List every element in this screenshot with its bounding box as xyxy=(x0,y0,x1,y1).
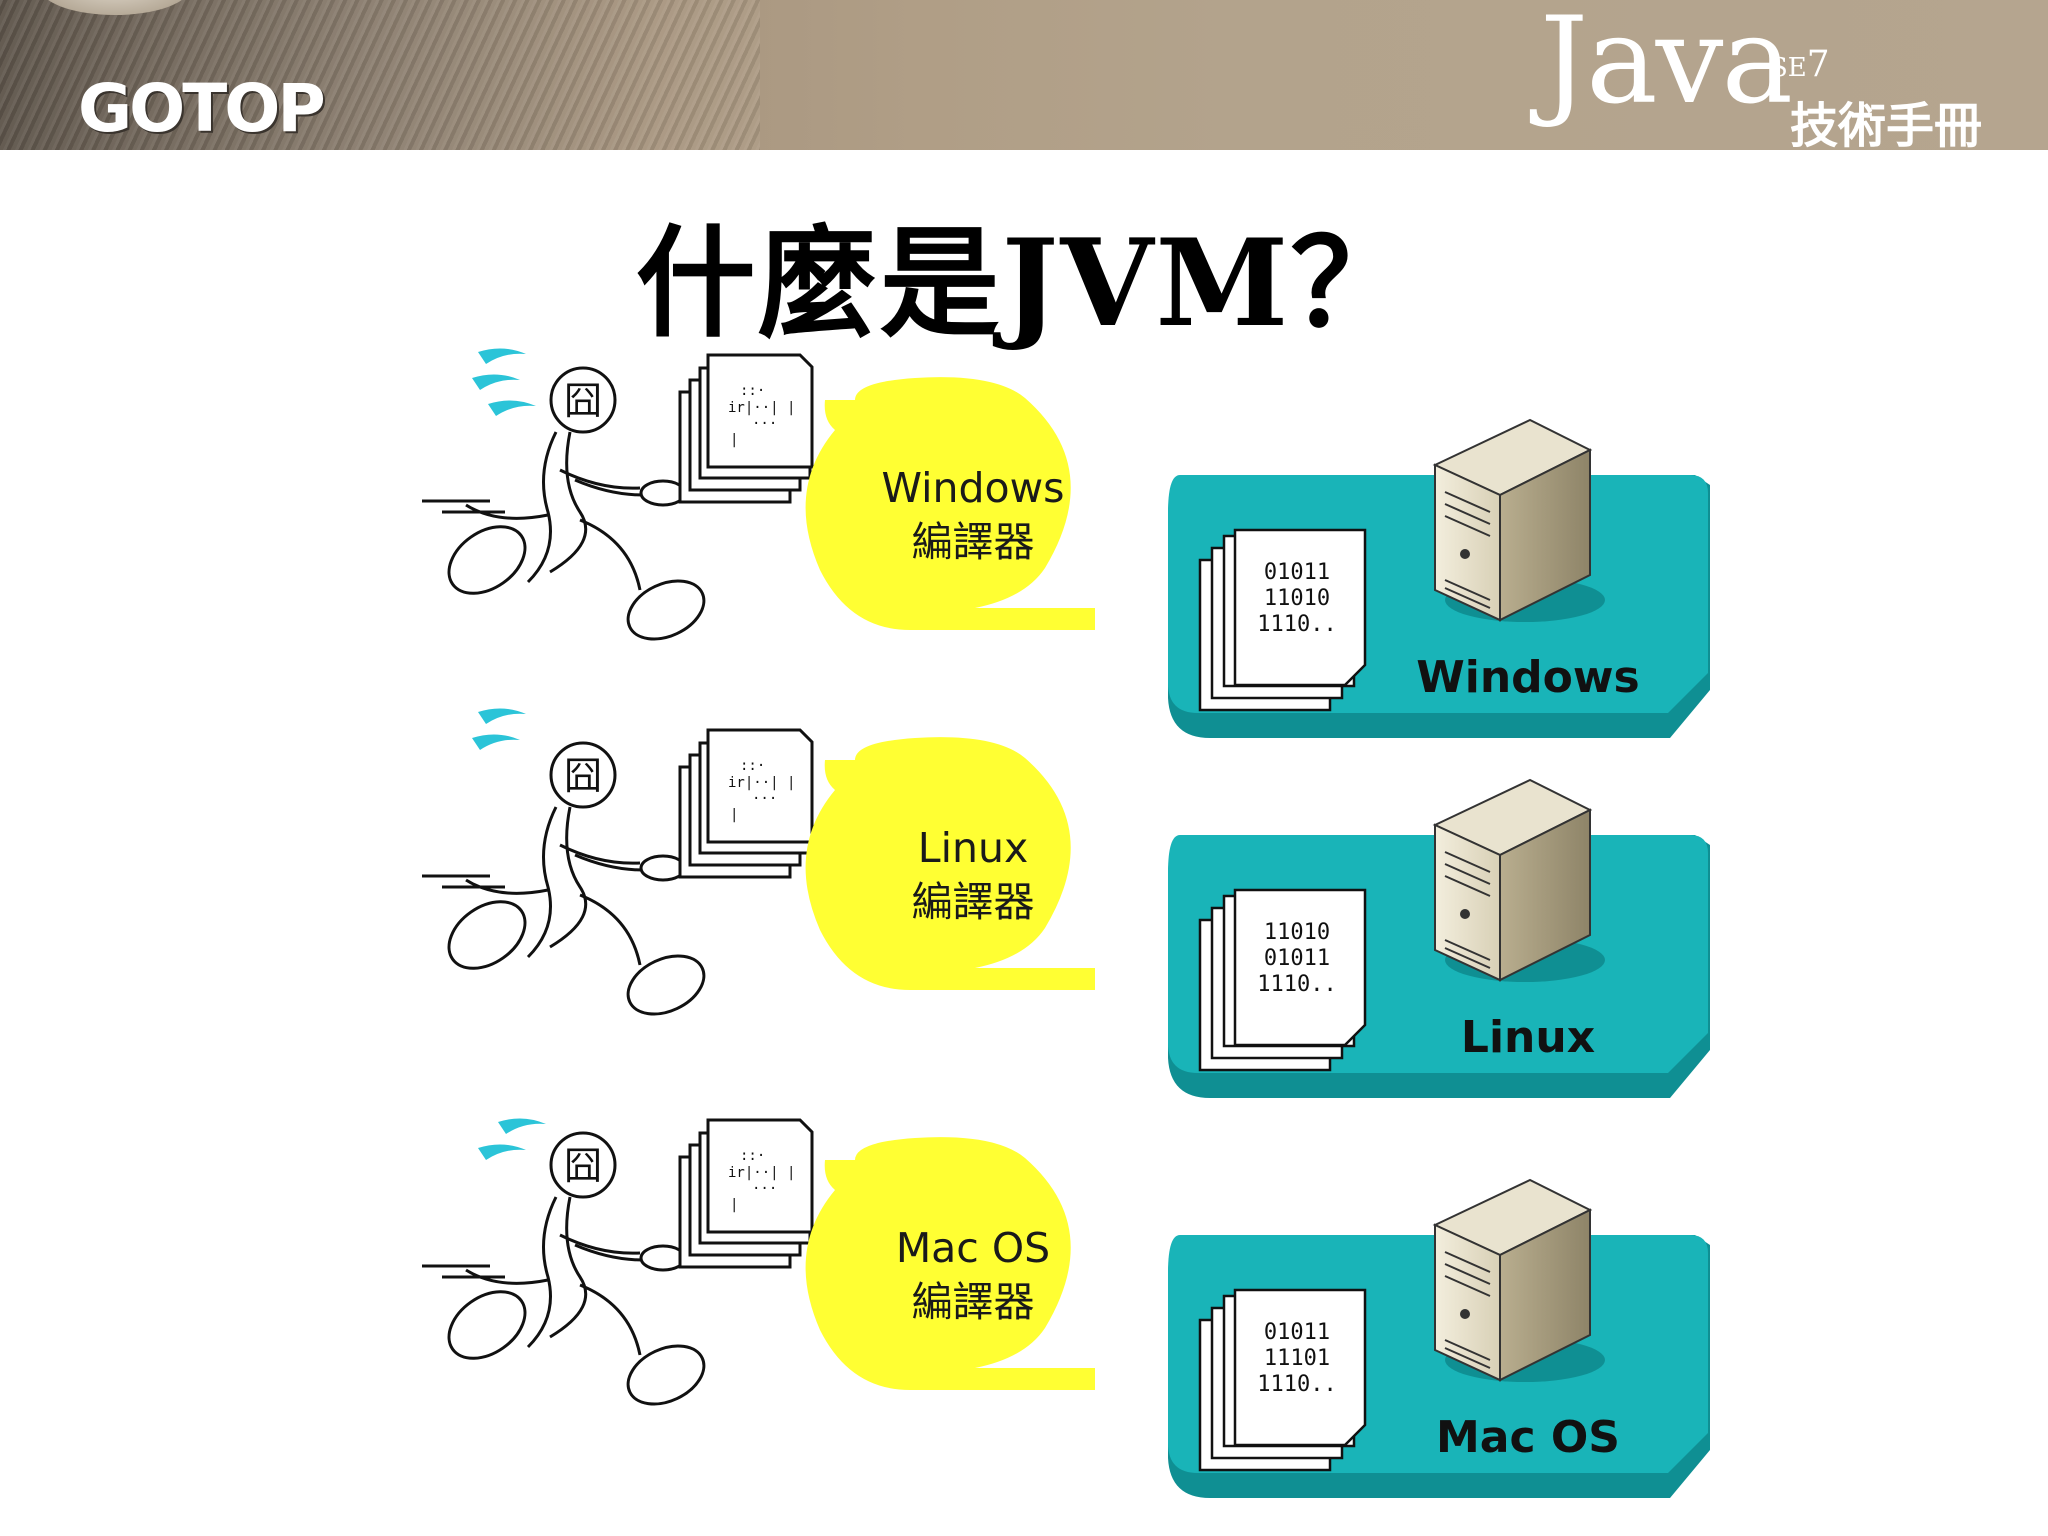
binary-line: 11010 xyxy=(1264,586,1330,611)
row-windows: 囧 ::· ir|··| | ··· | Windows xyxy=(422,348,1710,738)
speed-lines-icon xyxy=(478,1118,546,1160)
platform-label: Windows xyxy=(1416,652,1640,703)
compiler-suffix: 編譯器 xyxy=(912,1278,1035,1326)
programmer-figure-icon: 囧 xyxy=(422,366,706,641)
platform-label: Linux xyxy=(1461,1012,1595,1063)
svg-text:|: | xyxy=(730,807,738,823)
java-logo-word: Java xyxy=(1540,0,1793,131)
brand-logo: GOTOP xyxy=(78,70,326,147)
java-version-number: 7 xyxy=(1806,44,1830,85)
source-code-pages-icon: ::· ir|··| | ··· | xyxy=(678,1118,814,1269)
compiler-bubble: Mac OS 編譯器 xyxy=(805,1137,1095,1390)
source-code-pages-icon: ::· ir|··| | ··· | xyxy=(678,728,814,879)
binary-line: 1110.. xyxy=(1257,972,1336,997)
binary-pages-icon: 11010 01011 1110.. xyxy=(1198,888,1367,1072)
compiler-bubble: Linux 編譯器 xyxy=(805,737,1095,990)
binary-pages-icon: 01011 11010 1110.. xyxy=(1198,528,1367,712)
svg-text:囧: 囧 xyxy=(564,754,602,798)
sand-texture xyxy=(0,0,760,150)
row-macos: 囧 ::· ir|··| | ··· | Mac OS 編譯器 xyxy=(422,1118,1710,1498)
svg-text:|: | xyxy=(730,432,738,448)
binary-pages-icon: 01011 11101 1110.. xyxy=(1198,1288,1367,1472)
binary-line: 01011 xyxy=(1264,560,1330,585)
row-linux: 囧 ::· ir|··| | ··· | Linux 編譯器 xyxy=(422,708,1710,1098)
header-banner: GOTOP Java SE7 技術手冊 xyxy=(0,0,2048,150)
binary-line: 01011 xyxy=(1264,1320,1330,1345)
svg-text:|: | xyxy=(730,1197,738,1213)
svg-text:囧: 囧 xyxy=(564,1144,602,1188)
svg-text:ir|··| |: ir|··| | xyxy=(728,775,795,791)
compiler-name: Windows xyxy=(881,464,1064,512)
server-icon xyxy=(1432,418,1605,622)
java-edition: SE xyxy=(1770,53,1807,83)
svg-text:::·: ::· xyxy=(740,758,765,774)
svg-text:···: ··· xyxy=(752,416,777,432)
compiler-suffix: 編譯器 xyxy=(912,518,1035,566)
server-icon xyxy=(1432,1178,1605,1382)
source-code-pages-icon: ::· ir|··| | ··· | xyxy=(678,353,814,504)
svg-text:::·: ::· xyxy=(740,383,765,399)
server-icon xyxy=(1432,778,1605,982)
speed-lines-icon xyxy=(472,708,526,750)
programmer-figure-icon: 囧 xyxy=(422,741,706,1016)
platform-label: Mac OS xyxy=(1436,1412,1620,1463)
svg-text:囧: 囧 xyxy=(564,379,602,423)
svg-text:ir|··| |: ir|··| | xyxy=(728,400,795,416)
svg-text:···: ··· xyxy=(752,1181,777,1197)
slide-title: 什麼是JVM？ xyxy=(635,213,1413,354)
compiler-name: Linux xyxy=(918,824,1028,872)
book-subtitle: 技術手冊 xyxy=(1790,98,1983,150)
svg-text:ir|··| |: ir|··| | xyxy=(728,1165,795,1181)
binary-line: 01011 xyxy=(1264,946,1330,971)
programmer-figure-icon: 囧 xyxy=(422,1131,706,1406)
java-version: SE7 xyxy=(1770,44,1830,85)
compiler-name: Mac OS xyxy=(896,1224,1050,1272)
binary-line: 1110.. xyxy=(1257,1372,1336,1397)
stone-image xyxy=(40,0,190,15)
svg-text:::·: ::· xyxy=(740,1148,765,1164)
binary-line: 11101 xyxy=(1264,1346,1330,1371)
binary-line: 11010 xyxy=(1264,920,1330,945)
compiler-suffix: 編譯器 xyxy=(912,878,1035,926)
compiler-bubble: Windows 編譯器 xyxy=(805,377,1095,630)
binary-line: 1110.. xyxy=(1257,612,1336,637)
svg-text:···: ··· xyxy=(752,791,777,807)
speed-lines-icon xyxy=(472,348,536,416)
